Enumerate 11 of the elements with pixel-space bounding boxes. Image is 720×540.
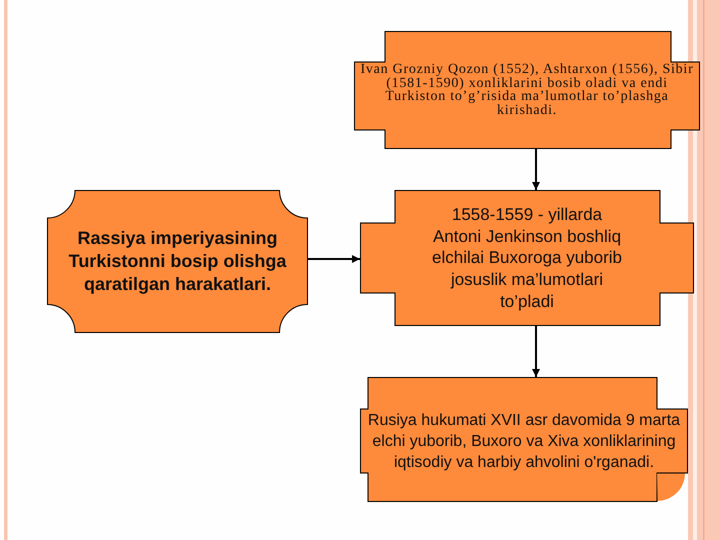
process-box <box>360 190 694 326</box>
process-box <box>360 377 688 502</box>
topic-plaque <box>47 190 308 333</box>
arrow <box>532 149 540 190</box>
arrow <box>532 326 540 377</box>
event-text: 1558-1559 - yillarda Antoni Jenkinson boshliq elchilai Buxoroga yuborib josuslik ma’lumotlari to’pladi <box>431 204 623 313</box>
arrow <box>308 255 360 263</box>
event-text: Rusiya hukumati XVII asr davomida 9 marta elchi yuborib, Buxoro va Xiva xonliklarining iqtisodiy va harbiy ahvolini o'rganadi. <box>366 411 682 473</box>
event-text: Ivan Grozniy Qozon (1552), Ashtarxon (1556), Sibir (1581-1590) xonliklarini bosib oladi va endi Turkiston to’g’risida ma’lumotlar to’plashga kirishadi. <box>359 63 694 117</box>
process-box <box>354 31 700 149</box>
topic-heading: Rassiya imperiyasining Turkistonni bosip olishga qaratilgan harakatlari. <box>68 227 288 296</box>
